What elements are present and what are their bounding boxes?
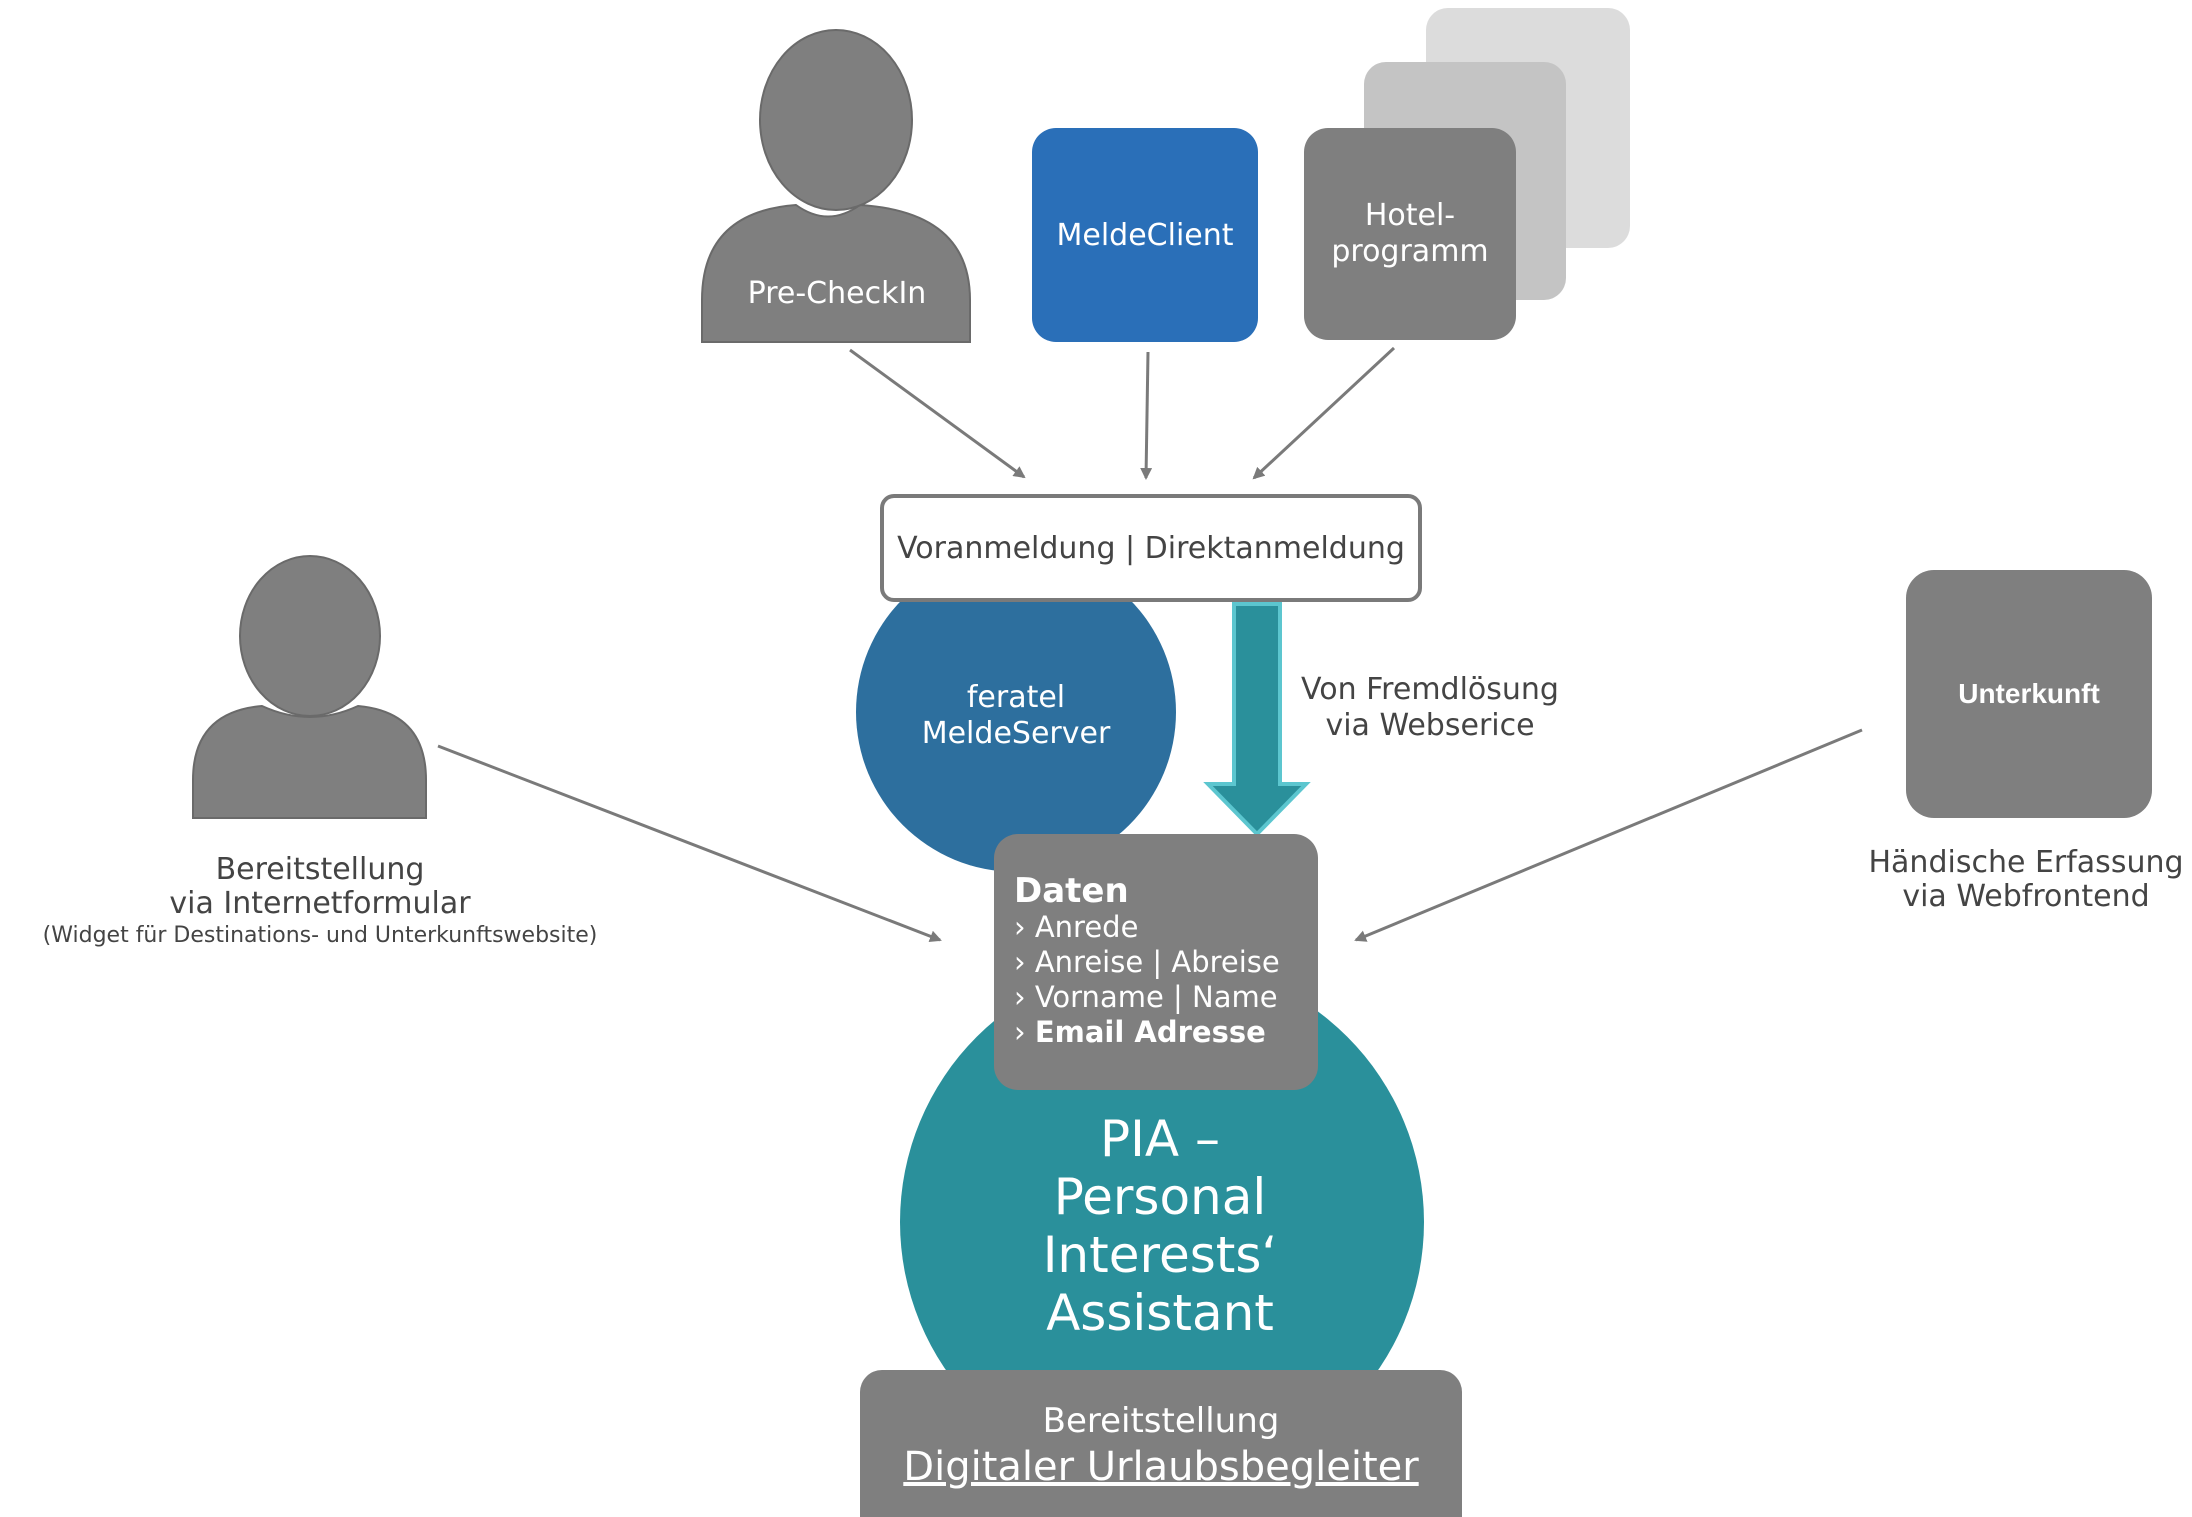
pia-text: PIA – Personal Interests‘ Assistant <box>980 1108 1340 1344</box>
digital-companion-box: Bereitstellung Digitaler Urlaubsbegleite… <box>860 1370 1462 1517</box>
pia-line1: PIA – <box>1100 1110 1220 1168</box>
fremdloesung-line1: Von Fremdlösung <box>1301 672 1559 707</box>
manual-entry-line2: via Webfrontend <box>1902 879 2150 914</box>
data-item-email: › Email Adresse <box>1014 1015 1318 1050</box>
hotelprogramm-box: Hotel- programm <box>1304 128 1516 340</box>
data-box: Daten › Anrede › Anreise | Abreise › Vor… <box>994 834 1318 1090</box>
pia-circle <box>900 960 1424 1484</box>
digital-companion-line1: Bereitstellung <box>1042 1400 1280 1441</box>
fremdloesung-line2: via Webserice <box>1325 708 1535 743</box>
meldeserver-line1: feratel <box>966 680 1066 715</box>
data-item-email-label: Email Adresse <box>1034 1015 1266 1049</box>
web-form-line1: Bereitstellung <box>215 852 425 887</box>
data-item-email-prefix: › <box>1014 1015 1035 1049</box>
meldeclient-box: MeldeClient <box>1032 128 1258 342</box>
data-item-name: › Vorname | Name <box>1014 980 1278 1014</box>
registration-box: Voranmeldung | Direktanmeldung <box>880 494 1422 602</box>
meldeclient-label: MeldeClient <box>1056 217 1234 253</box>
meldeserver-label: feratel MeldeServer <box>880 676 1152 756</box>
fremdloesung-arrow <box>1203 602 1311 837</box>
arrow-precheckin <box>849 348 1026 479</box>
web-form-text: Bereitstellung via Internetformular (Wid… <box>0 852 640 952</box>
web-form-person-icon <box>192 555 427 819</box>
registration-label: Voranmeldung | Direktanmeldung <box>897 530 1405 566</box>
hotel-label-line1: Hotel- <box>1364 198 1456 233</box>
unterkunft-label: Unterkunft <box>1958 678 2100 709</box>
meldeserver-circle <box>856 552 1176 872</box>
web-form-line3: (Widget für Destinations- und Unterkunft… <box>42 923 598 948</box>
data-item-anrede: › Anrede <box>1014 910 1139 944</box>
pia-line2: Personal <box>1053 1168 1267 1226</box>
arrow-right <box>1354 728 1863 942</box>
data-item-anreise: › Anreise | Abreise <box>1014 945 1280 979</box>
digital-companion-line2: Digitaler Urlaubsbegleiter <box>903 1443 1419 1490</box>
hotel-label-line2: programm <box>1331 234 1489 269</box>
pia-line4: Assistant <box>1046 1284 1274 1342</box>
data-box-title: Daten <box>1014 871 1129 911</box>
fremdloesung-label: Von Fremdlösung via Webserice <box>1290 668 1570 748</box>
arrow-meldeclient <box>1140 351 1153 480</box>
web-form-line2: via Internetformular <box>169 886 471 921</box>
precheckin-person-icon <box>701 29 971 343</box>
precheckin-label: Pre-CheckIn <box>747 275 927 311</box>
arrow-left <box>437 744 942 942</box>
arrow-hotel <box>1252 346 1396 480</box>
meldeserver-line2: MeldeServer <box>921 716 1111 751</box>
pia-line3: Interests‘ <box>1042 1226 1278 1284</box>
manual-entry-text: Händische Erfassung via Webfrontend <box>1860 842 2192 918</box>
unterkunft-box: Unterkunft <box>1906 570 2152 818</box>
manual-entry-line1: Händische Erfassung <box>1868 845 2184 880</box>
